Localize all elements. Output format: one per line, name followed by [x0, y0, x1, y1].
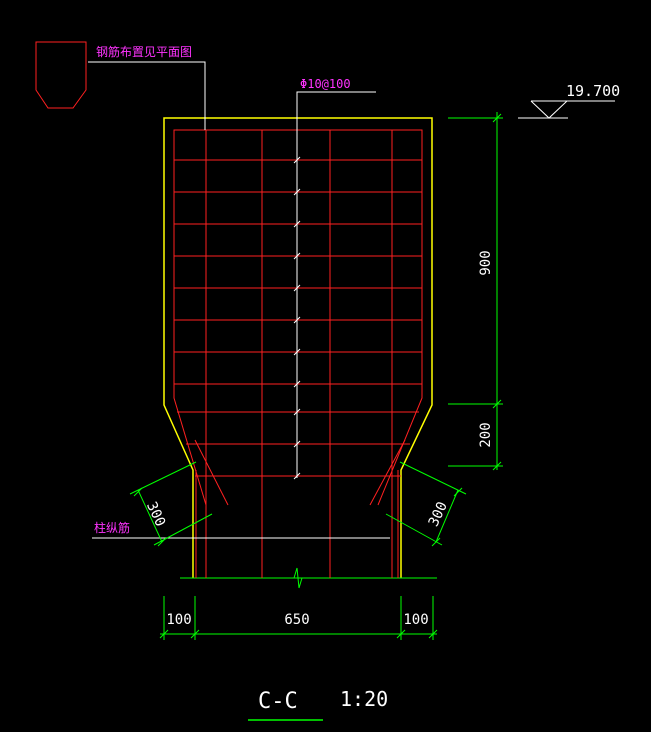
dim-100-left: 100 [166, 612, 191, 628]
leader-rebar-layout [88, 61, 206, 130]
note-column-bars: 柱纵筋 [94, 520, 130, 535]
elevation-value: 19.700 [566, 82, 620, 100]
rebar-cage [173, 129, 423, 578]
dim-300-right: 300 [426, 499, 451, 529]
dim-650: 650 [284, 612, 309, 628]
break-mark [290, 567, 306, 589]
elevation-marker [518, 100, 615, 119]
dim-200: 200 [478, 422, 494, 447]
bracket-outline [163, 117, 433, 578]
dim-900: 900 [478, 250, 494, 275]
leader-stirrup [296, 91, 376, 130]
dim-300-left: 300 [143, 499, 168, 529]
section-symbol [35, 41, 87, 109]
dim-100-right: 100 [403, 612, 428, 628]
section-label: C-C [258, 689, 298, 714]
vertical-dimensions [448, 112, 503, 471]
note-rebar-layout: 钢筋布置见平面图 [96, 44, 192, 59]
horizontal-dimensions [159, 596, 438, 640]
note-stirrup: Φ10@100 [300, 77, 351, 91]
stirrup-ticks [293, 130, 301, 480]
dim-300-left-lines [129, 461, 213, 547]
dim-300-right-lines [385, 461, 467, 547]
section-scale: 1:20 [340, 687, 388, 711]
